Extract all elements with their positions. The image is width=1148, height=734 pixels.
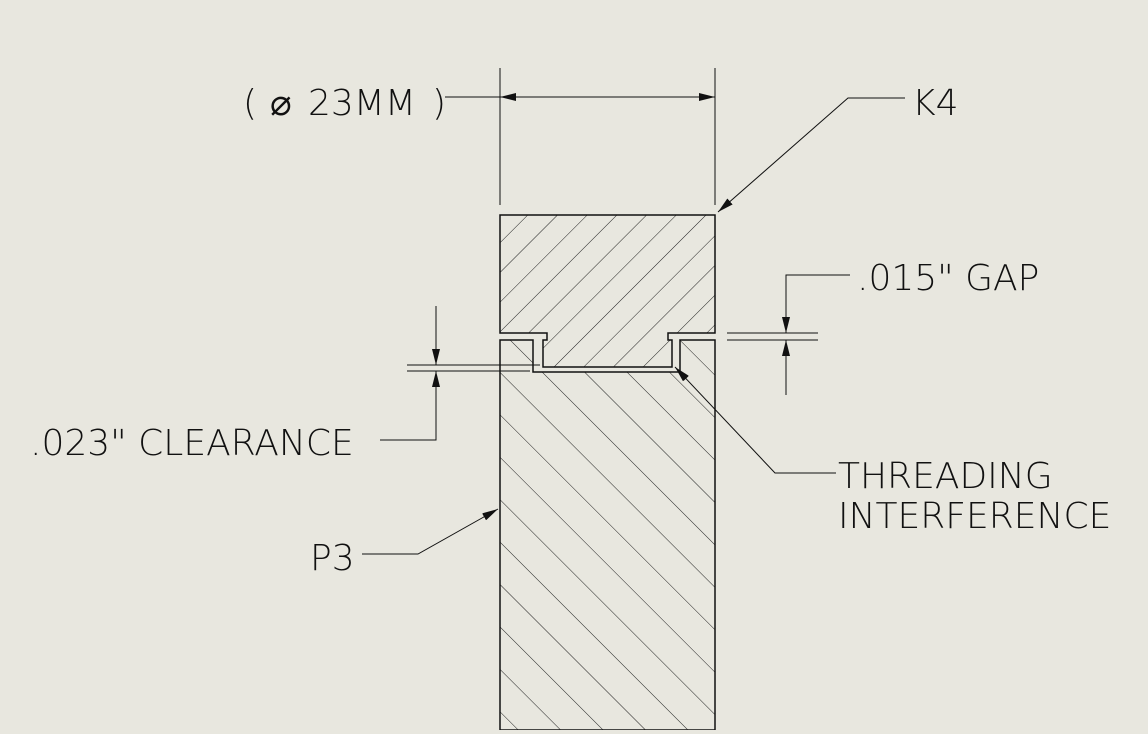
gap-leader-top [782,274,850,333]
part-p3-section [499,339,716,731]
callout-k4-label: K4 [912,83,959,124]
diameter-icon: ⌀ [270,83,292,124]
callout-gap: .015" GAP [727,258,1039,395]
threading-leader [674,366,836,474]
dimension-open-paren: ( [243,83,257,124]
p3-leader [362,508,499,555]
part-k4 [499,214,716,368]
callout-gap-label: .015" GAP [857,258,1039,299]
clearance-leader-bottom [380,371,440,441]
diameter-dimension: ( ⌀ 23MM ) [243,68,716,205]
dimension-value: 23MM [308,83,416,124]
callout-clearance-label: .023" CLEARANCE [30,423,354,464]
part-k4-section [499,214,716,368]
callout-threading-line1: THREADING [838,456,1053,497]
dimension-close-paren: ) [432,83,446,124]
callout-threading: THREADING INTERFERENCE [674,366,1111,537]
callout-clearance: .023" CLEARANCE [30,306,540,464]
callout-k4: K4 [717,83,959,213]
callout-p3-label: P3 [310,538,355,579]
leader-line [717,97,905,213]
part-p3 [499,339,716,731]
callout-threading-line2: INTERFERENCE [838,496,1111,537]
callout-p3: P3 [310,508,499,579]
